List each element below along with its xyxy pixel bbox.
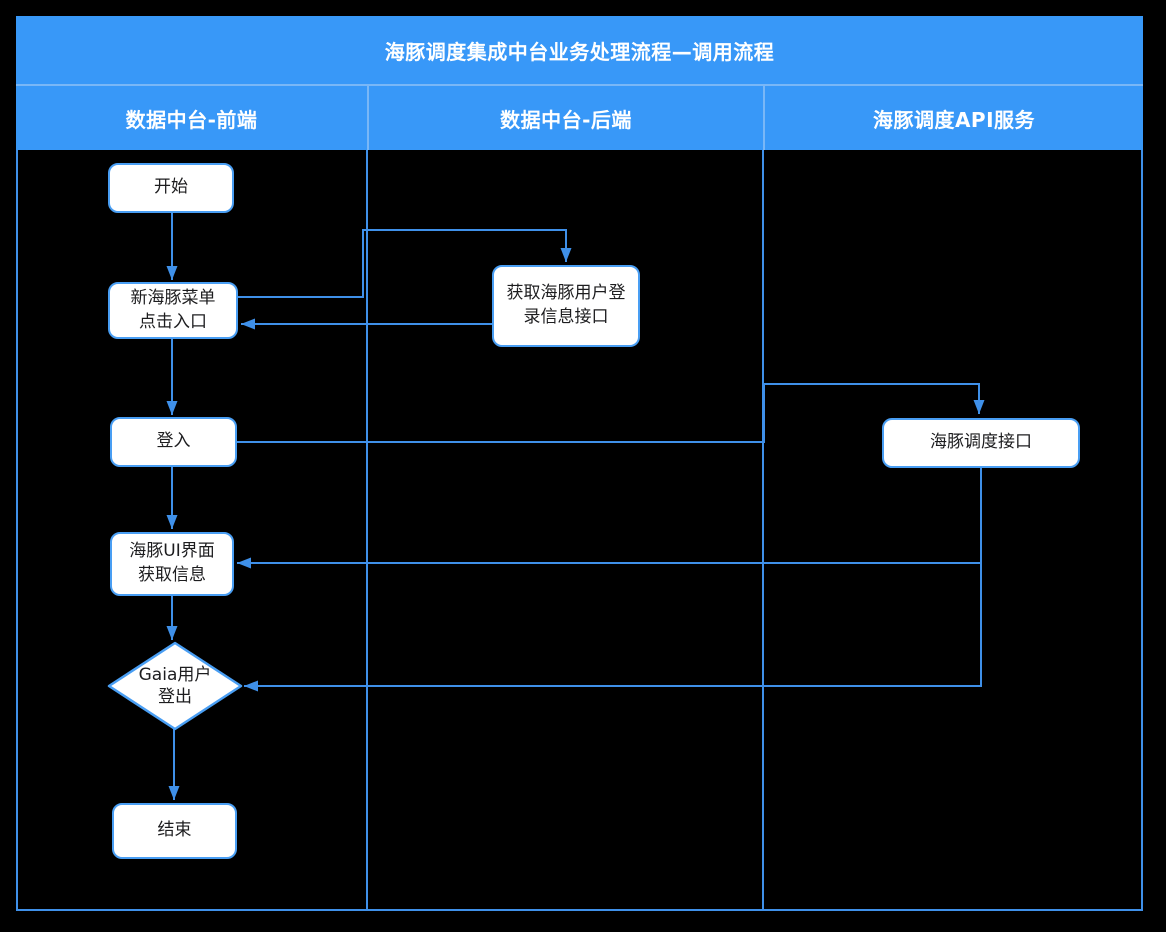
lane-header-row: 数据中台-前端 数据中台-后端 海豚调度API服务 bbox=[16, 84, 1143, 150]
lane-header-frontend: 数据中台-前端 bbox=[16, 84, 367, 150]
diagram-title: 海豚调度集成中台业务处理流程—调用流程 bbox=[384, 39, 775, 64]
edge-menu-entry-to-get-login-info bbox=[238, 229, 572, 298]
node-dolphin-api: 海豚调度接口 bbox=[882, 418, 1080, 468]
lane-header-api-service-label: 海豚调度API服务 bbox=[872, 107, 1036, 132]
node-gaia-logout-diamond bbox=[107, 641, 243, 731]
lane-header-backend-label: 数据中台-后端 bbox=[500, 107, 632, 132]
node-menu-entry: 新海豚菜单 点击入口 bbox=[108, 282, 238, 339]
node-start: 开始 bbox=[108, 163, 234, 213]
edge-dolphin-api-to-ui-info bbox=[237, 468, 982, 569]
lane-header-frontend-label: 数据中台-前端 bbox=[125, 107, 258, 132]
node-end: 结束 bbox=[112, 803, 237, 859]
lane-header-api-service: 海豚调度API服务 bbox=[763, 84, 1143, 150]
lane-body-frame bbox=[16, 150, 1143, 911]
lane-divider-2 bbox=[762, 150, 764, 911]
node-login: 登入 bbox=[110, 417, 237, 467]
node-ui-info: 海豚UI界面 获取信息 bbox=[110, 532, 234, 596]
node-get-login-info: 获取海豚用户登 录信息接口 bbox=[492, 265, 640, 347]
lane-divider-1 bbox=[366, 150, 368, 911]
lane-header-backend: 数据中台-后端 bbox=[367, 84, 763, 150]
edge-login-to-dolphin-api bbox=[237, 383, 985, 443]
diagram-title-bar: 海豚调度集成中台业务处理流程—调用流程 bbox=[16, 16, 1143, 84]
edge-dolphin-api-to-gaia-logout bbox=[244, 563, 982, 692]
node-gaia-logout-label: Gaia用户 登出 bbox=[138, 664, 212, 707]
